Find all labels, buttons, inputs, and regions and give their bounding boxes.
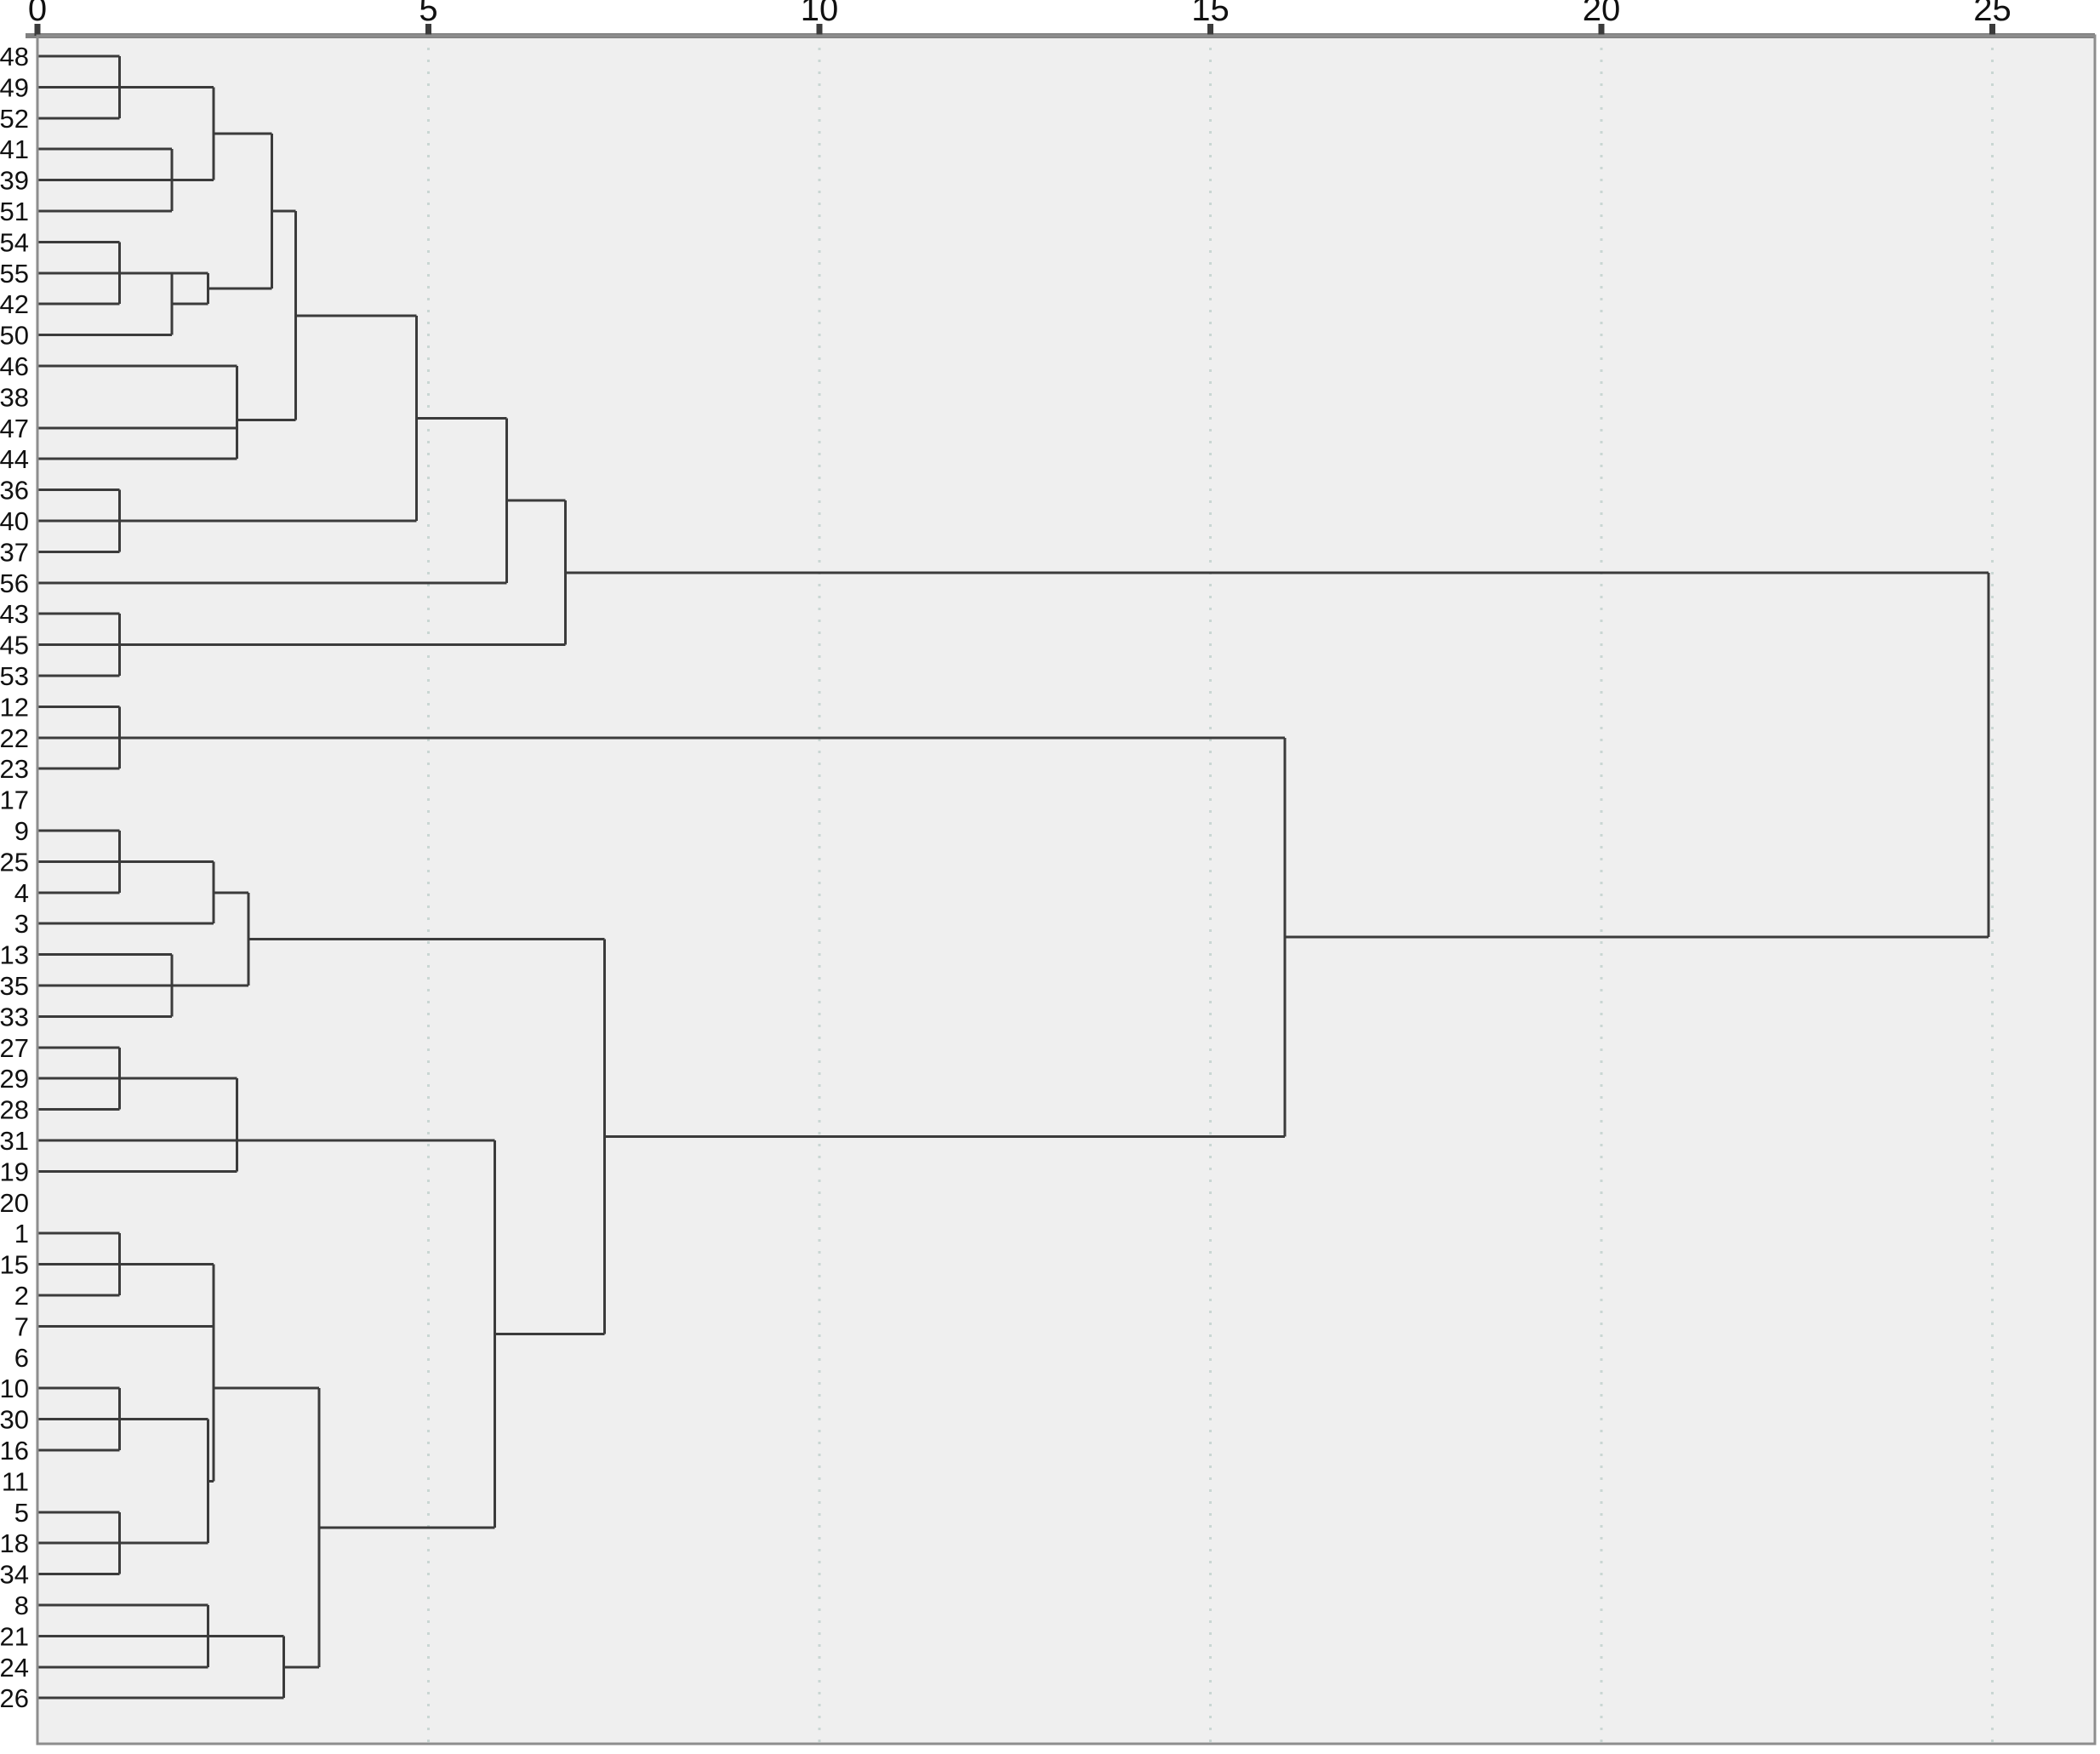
axis-ticks-group: [34, 24, 1995, 36]
leaf-label-8: 8: [14, 1591, 29, 1620]
leaf-label-34: 34: [0, 1560, 29, 1590]
leaf-label-45: 45: [0, 631, 29, 660]
leaf-label-49: 49: [0, 72, 29, 102]
leaf-label-27: 27: [0, 1033, 29, 1063]
leaf-label-23: 23: [0, 754, 29, 784]
leaf-label-11: 11: [2, 1466, 29, 1496]
leaf-label-50: 50: [0, 321, 29, 351]
leaf-labels-group: 4849524139515455425046384744364037564345…: [0, 42, 29, 1713]
axis-tick-label-5: 5: [419, 0, 437, 28]
plot-background: [37, 35, 2096, 1745]
leaf-label-7: 7: [14, 1311, 29, 1341]
leaf-label-35: 35: [0, 971, 29, 1001]
leaf-label-29: 29: [0, 1064, 29, 1094]
leaf-label-55: 55: [0, 259, 29, 289]
leaf-label-38: 38: [0, 382, 29, 412]
leaf-label-47: 47: [0, 414, 29, 443]
leaf-label-43: 43: [0, 599, 29, 629]
leaf-label-42: 42: [0, 289, 29, 319]
leaf-label-24: 24: [0, 1653, 29, 1683]
leaf-label-16: 16: [0, 1436, 29, 1465]
dendrogram-links-group: [37, 54, 1990, 1700]
axis-tick-label-15: 15: [1191, 0, 1230, 28]
leaf-label-10: 10: [0, 1374, 29, 1403]
leaf-label-52: 52: [0, 104, 29, 134]
leaf-label-46: 46: [0, 351, 29, 381]
leaf-label-36: 36: [0, 476, 29, 506]
leaf-label-22: 22: [0, 723, 29, 753]
leaf-label-37: 37: [0, 537, 29, 567]
leaf-label-53: 53: [0, 661, 29, 691]
leaf-label-19: 19: [0, 1157, 29, 1186]
leaf-label-56: 56: [0, 568, 29, 598]
axis-tick-label-0: 0: [28, 0, 47, 28]
axis-tick-label-10: 10: [801, 0, 839, 28]
leaf-label-39: 39: [0, 166, 29, 196]
plot-background-group: [37, 35, 2096, 1745]
leaf-label-51: 51: [0, 197, 29, 226]
leaf-label-6: 6: [14, 1343, 29, 1373]
leaf-label-9: 9: [14, 816, 29, 846]
axis-tick-label-25: 25: [1973, 0, 2012, 28]
leaf-label-20: 20: [0, 1188, 29, 1218]
leaf-label-33: 33: [0, 1002, 29, 1031]
axis-tick-labels-group: 0 5 10 15 20 25: [28, 0, 2012, 28]
leaf-label-40: 40: [0, 506, 29, 536]
leaf-label-41: 41: [0, 134, 29, 164]
leaf-label-25: 25: [0, 847, 29, 877]
plot-frame: [36, 34, 2097, 1745]
leaf-label-17: 17: [0, 786, 29, 815]
leaf-label-18: 18: [0, 1528, 29, 1558]
leaf-label-3: 3: [14, 909, 29, 939]
leaf-label-44: 44: [0, 444, 29, 474]
axis-tick-label-20: 20: [1583, 0, 1621, 28]
leaf-label-2: 2: [14, 1281, 29, 1311]
leaf-label-26: 26: [0, 1683, 29, 1713]
leaf-label-15: 15: [0, 1250, 29, 1280]
leaf-label-12: 12: [0, 692, 29, 722]
leaf-label-30: 30: [0, 1405, 29, 1435]
leaf-label-28: 28: [0, 1095, 29, 1125]
leaf-label-13: 13: [0, 940, 29, 970]
leaf-label-5: 5: [14, 1498, 29, 1528]
leaf-label-4: 4: [14, 878, 29, 908]
leaf-label-54: 54: [0, 227, 29, 257]
leaf-label-1: 1: [14, 1219, 29, 1248]
leaf-label-48: 48: [0, 42, 29, 71]
leaf-label-21: 21: [0, 1621, 29, 1651]
leaf-label-31: 31: [0, 1126, 29, 1156]
